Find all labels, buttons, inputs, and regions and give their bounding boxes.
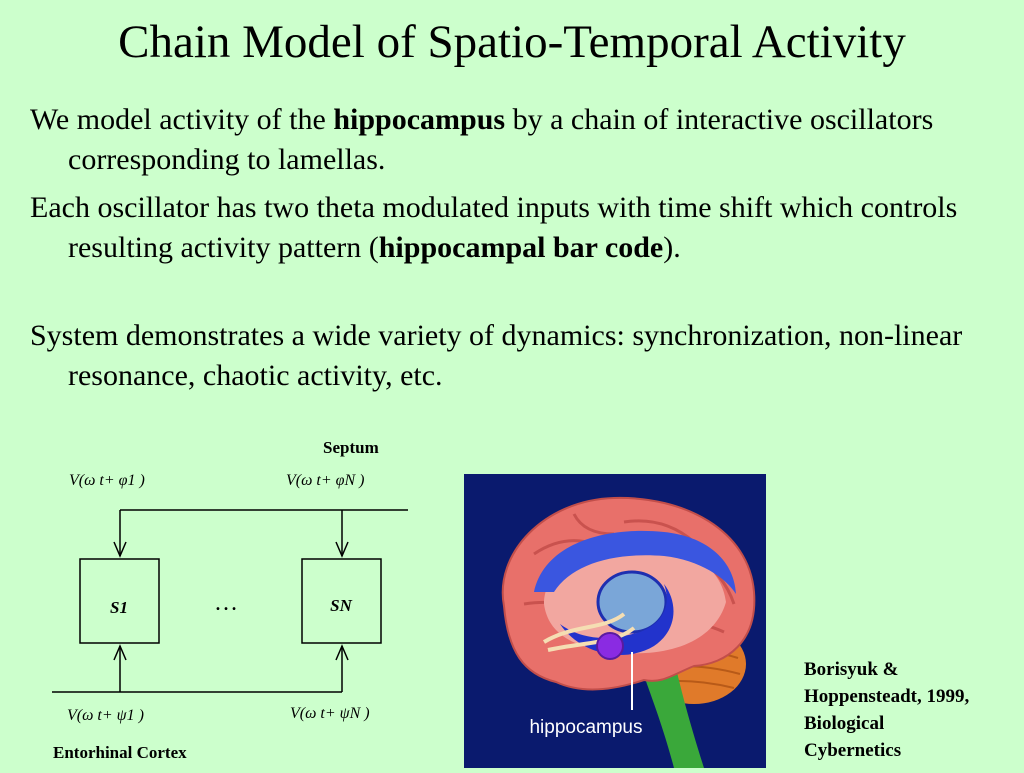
citation: Borisyuk & Hoppensteadt, 1999, Biologica… <box>804 656 1019 764</box>
arrow-bottom-1-head <box>113 644 127 661</box>
input-top-n-label: V(ω t+ φN ) <box>286 472 365 489</box>
septum-label: Septum <box>323 438 379 457</box>
chain-ellipsis: … <box>214 590 238 616</box>
brainstem-shape <box>642 668 704 768</box>
citation-line-2: Hoppensteadt, 1999, <box>804 686 970 707</box>
arrow-top-n-head <box>335 541 349 558</box>
input-bottom-1-label: V(ω t+ ψ1 ) <box>67 707 144 724</box>
input-bottom-n-label: V(ω t+ ψN ) <box>290 705 370 722</box>
input-top-1-label: V(ω t+ φ1 ) <box>69 472 145 489</box>
p1-bold-hippocampus: hippocampus <box>333 103 506 136</box>
brain-illustration: hippocampus <box>464 474 766 768</box>
p1-text-a: We model activity of the <box>30 103 334 136</box>
p2-text-b: ). <box>663 231 681 264</box>
entorhinal-cortex-label: Entorhinal Cortex <box>53 743 187 762</box>
paragraph-hippocampus-model: We model activity of the hippocampus by … <box>30 100 1005 180</box>
citation-line-1: Borisyuk & <box>804 659 899 680</box>
p1-text-b: by a chain of interactive oscillators co… <box>68 103 934 176</box>
paragraph-oscillator-inputs: Each oscillator has two theta modulated … <box>30 188 1005 268</box>
box-1-label: S1 <box>110 598 128 617</box>
arrow-bottom-n-head <box>335 644 349 661</box>
hippocampus-shape <box>560 584 674 655</box>
oscillator-box-1 <box>79 558 160 644</box>
hippocampus-label: hippocampus <box>529 717 642 738</box>
chain-oscillator-diagram: Septum V(ω t+ φ1 ) V(ω t+ φN ) S1 SN … V… <box>52 438 408 762</box>
citation-line-3: Biological <box>804 713 885 734</box>
citation-line-4: Cybernetics <box>804 740 902 761</box>
arrow-top-1-head <box>113 541 127 558</box>
slide-title: Chain Model of Spatio-Temporal Activity <box>118 16 906 68</box>
p2-text-a: Each oscillator has two theta modulated … <box>30 191 958 264</box>
ventricle-arc <box>534 530 736 594</box>
paragraph-dynamics: System demonstrates a wide variety of dy… <box>30 316 1005 396</box>
p2-bold-bar-code: hippocampal bar code <box>378 231 664 264</box>
brain-drawing: hippocampus <box>501 496 756 768</box>
p3-text: System demonstrates a wide variety of dy… <box>30 319 963 392</box>
oscillator-box-n <box>301 558 382 644</box>
box-n-label: SN <box>330 596 352 615</box>
